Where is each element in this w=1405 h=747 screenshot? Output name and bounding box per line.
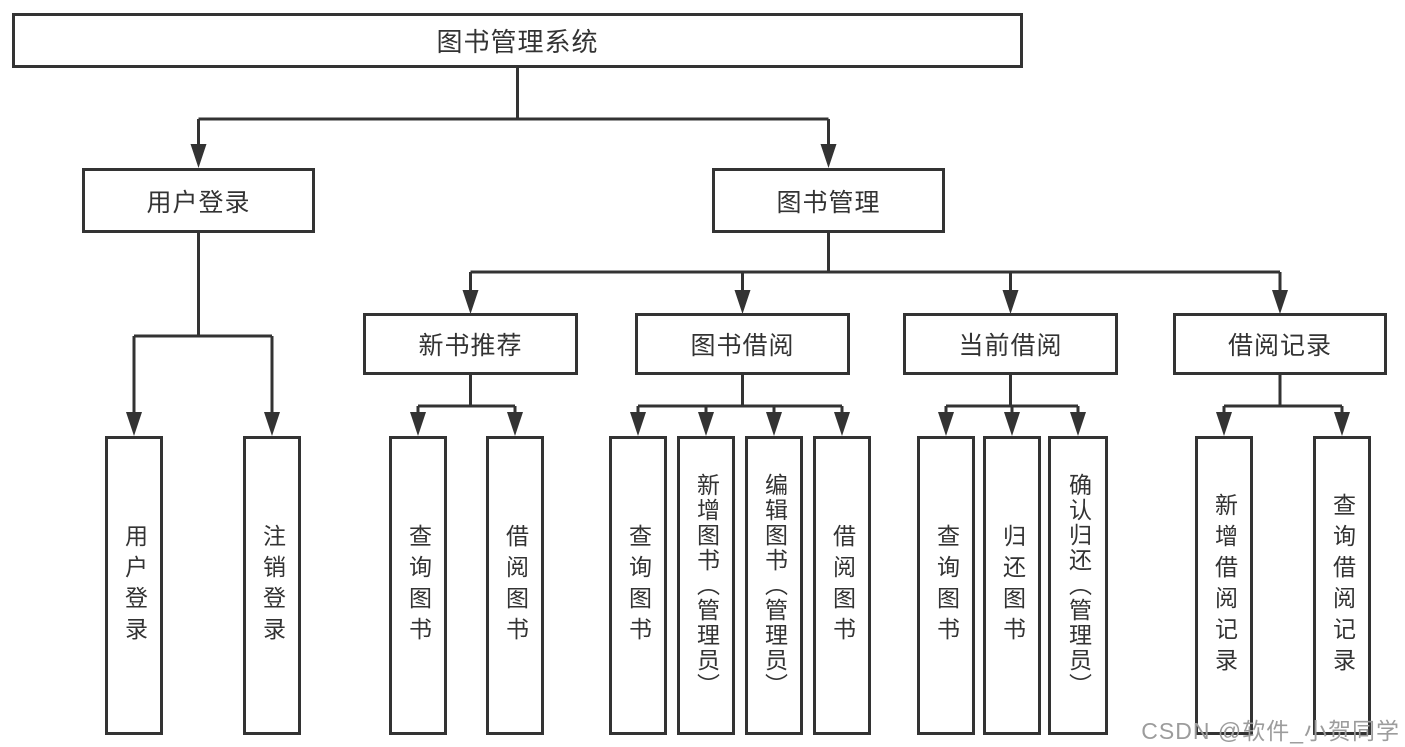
node-user-login: 用户登录 <box>105 436 163 735</box>
node-new-book-recommend: 新书推荐 <box>363 313 578 375</box>
node-edit-book-admin: 编辑图书（管理员） <box>745 436 803 735</box>
csdn-watermark: CSDN @软件_小贺同学 <box>1141 718 1400 744</box>
connector-root-fork <box>197 68 830 150</box>
node-return-book: 归还图书 <box>983 436 1041 735</box>
node-borrow-books-recommend: 借阅图书 <box>486 436 544 735</box>
connector-book-borrow-fork <box>636 375 844 420</box>
node-query-books-current: 查询图书 <box>917 436 975 735</box>
node-add-book-admin: 新增图书（管理员） <box>677 436 735 735</box>
node-user-login-branch: 用户登录 <box>82 168 315 233</box>
node-add-borrow-record: 新增借阅记录 <box>1195 436 1253 735</box>
node-borrow-records: 借阅记录 <box>1173 313 1387 375</box>
connector-book-management-fork <box>469 233 1282 298</box>
node-query-books-borrow: 查询图书 <box>609 436 667 735</box>
connector-borrow-record-fork <box>1222 375 1344 420</box>
node-query-borrow-record: 查询借阅记录 <box>1313 436 1371 735</box>
arrowheads-book-borrow-fork <box>630 412 850 436</box>
arrowheads-borrow-record-fork <box>1216 412 1350 436</box>
connector-user-login-fork <box>132 233 274 418</box>
connector-new-book-fork <box>416 375 517 420</box>
node-confirm-return-admin: 确认归还（管理员） <box>1048 436 1108 735</box>
arrowheads-root-fork <box>190 144 837 168</box>
arrowheads-current-borrow-fork <box>938 412 1086 436</box>
node-query-books-recommend: 查询图书 <box>389 436 447 735</box>
node-library-management-system: 图书管理系统 <box>12 13 1023 68</box>
node-book-management: 图书管理 <box>712 168 945 233</box>
node-logout: 注销登录 <box>243 436 301 735</box>
node-borrow-books: 借阅图书 <box>813 436 871 735</box>
arrowheads-new-book-fork <box>410 412 523 436</box>
node-current-borrow: 当前借阅 <box>903 313 1118 375</box>
arrowheads-user-login-fork <box>126 412 280 436</box>
arrowheads-book-management-fork <box>462 290 1288 314</box>
node-book-borrow: 图书借阅 <box>635 313 850 375</box>
